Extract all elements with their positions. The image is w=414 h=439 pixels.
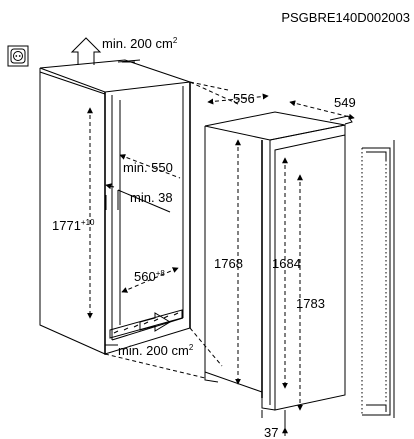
appliance-depth-label: 549	[334, 95, 356, 110]
gap-dimension	[117, 189, 171, 213]
niche-depth-label: min. 550	[123, 160, 173, 175]
door-offset-label: 37	[264, 425, 278, 439]
appliance-total-height-label: 1783	[296, 296, 325, 311]
appliance-body-height-label: 1768	[214, 256, 243, 271]
gap-label: min. 38	[130, 190, 173, 205]
appliance-width-label: 556	[233, 91, 255, 106]
niche-width-dimension	[121, 267, 179, 293]
appliance-door-height-label: 1684	[272, 256, 301, 271]
niche-height-label: 1771+10	[52, 218, 95, 233]
niche-width-label: 560+8	[134, 269, 165, 284]
appliance-body	[204, 111, 353, 411]
airflow-arrow-icon	[70, 37, 102, 65]
document-code: PSGBRE140D002003	[281, 10, 410, 25]
vent-top-label: min. 200 cm2	[102, 36, 178, 51]
airflow-arrow-bottom-icon	[139, 312, 171, 332]
appliance-depth-dimension	[289, 100, 355, 120]
appliance-width-dimension	[207, 93, 269, 105]
niche-depth-dimension	[119, 154, 181, 179]
power-socket-icon	[7, 45, 29, 67]
door-side-profile	[361, 140, 395, 418]
niche-cabinet	[39, 59, 191, 355]
vent-bottom-label: min. 200 cm2	[118, 343, 194, 358]
